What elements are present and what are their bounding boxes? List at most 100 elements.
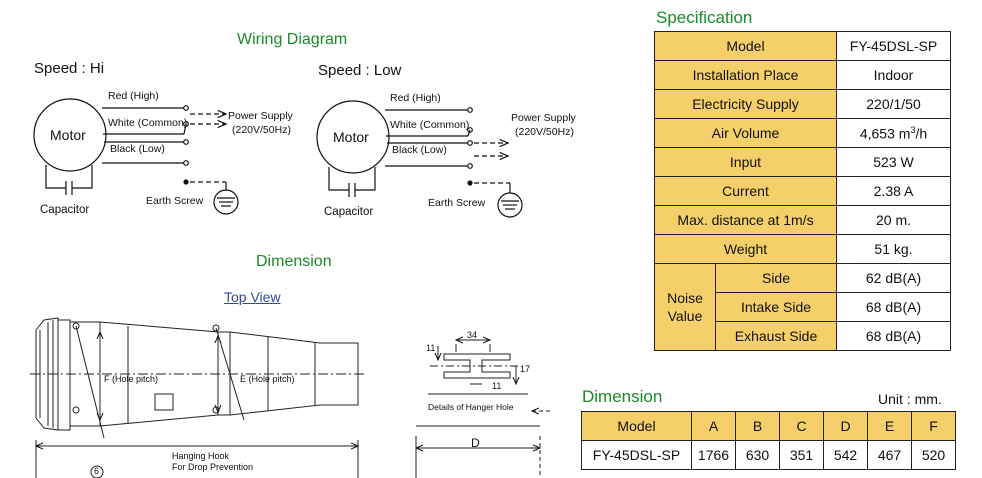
hanger-dim-11-left: 11 bbox=[426, 343, 436, 353]
wiring-diagram-title: Wiring Diagram bbox=[237, 31, 348, 48]
hi-power-voltage: (220V/50Hz) bbox=[232, 124, 291, 136]
table-row: Electricity Supply 220/1/50 bbox=[654, 89, 951, 119]
hanger-dim-34: 34 bbox=[467, 330, 478, 340]
dim-cell-f: 520 bbox=[911, 440, 956, 470]
d-dimension-label: D bbox=[471, 436, 480, 450]
noise-side-label: Side bbox=[715, 263, 837, 293]
current-value: 2.38 A bbox=[836, 176, 951, 206]
speed-low-label: Speed : Low bbox=[318, 62, 402, 79]
dim-header-b: B bbox=[735, 411, 780, 441]
dim-header-c: C bbox=[779, 411, 824, 441]
model-label: Model bbox=[654, 31, 837, 61]
table-row: Exhaust Side 68 dB(A) bbox=[655, 321, 951, 351]
table-row: Weight 51 kg. bbox=[654, 234, 951, 264]
noise-intake-value: 68 dB(A) bbox=[836, 292, 951, 322]
noise-exhaust-value: 68 dB(A) bbox=[836, 321, 951, 351]
table-row: Model FY-45DSL-SP bbox=[654, 31, 951, 61]
specification-table: Model FY-45DSL-SP Installation Place Ind… bbox=[654, 31, 951, 351]
e-hole-pitch-label: E (Hole pitch) bbox=[240, 374, 295, 384]
hi-wire-red: Red (High) bbox=[108, 90, 159, 102]
air-volume-label: Air Volume bbox=[654, 118, 837, 148]
circle-number-label: 6 bbox=[94, 466, 100, 476]
hi-power-supply: Power Supply bbox=[228, 110, 293, 122]
hanger-dim-11-bottom: 11 bbox=[492, 381, 502, 391]
table-row: FY-45DSL-SP 1766 630 351 542 467 520 bbox=[581, 440, 956, 470]
dim-cell-model: FY-45DSL-SP bbox=[581, 440, 692, 470]
low-wire-red: Red (High) bbox=[390, 92, 441, 104]
installation-label: Installation Place bbox=[654, 60, 837, 90]
motor-low-label: Motor bbox=[333, 129, 369, 145]
current-label: Current bbox=[654, 176, 837, 206]
capacitor-low-label: Capacitor bbox=[324, 206, 374, 218]
air-volume-value: 4,653 m3/h bbox=[836, 118, 951, 148]
air-volume-unit: /h bbox=[915, 125, 928, 142]
dim-header-d: D bbox=[823, 411, 868, 441]
low-wiring bbox=[316, 100, 523, 218]
table-row: Installation Place Indoor bbox=[654, 60, 951, 90]
dimension-drawing-title: Dimension bbox=[256, 253, 332, 270]
noise-label-line1: Noise bbox=[667, 290, 703, 306]
noise-value-label: Noise Value bbox=[654, 263, 716, 351]
hi-wire-black: Black (Low) bbox=[110, 143, 165, 155]
low-earth-screw: Earth Screw bbox=[428, 197, 486, 209]
f-hole-pitch-label: F (Hole pitch) bbox=[104, 374, 159, 384]
hanger-dim-17: 17 bbox=[520, 364, 531, 374]
noise-side-value: 62 dB(A) bbox=[836, 263, 951, 293]
capacitor-hi bbox=[45, 165, 93, 195]
weight-value: 51 kg. bbox=[836, 234, 951, 264]
motor-low-circle bbox=[316, 100, 390, 174]
table-header-row: Model A B C D E F bbox=[581, 411, 956, 441]
input-label: Input bbox=[654, 147, 837, 177]
air-volume-number: 4,653 m bbox=[859, 125, 911, 142]
hi-wire-white: White (Common) bbox=[108, 117, 188, 129]
dim-cell-a: 1766 bbox=[691, 440, 736, 470]
specification-title: Specification bbox=[656, 8, 753, 27]
distance-label: Max. distance at 1m/s bbox=[654, 205, 837, 235]
noise-exhaust-label: Exhaust Side bbox=[715, 321, 837, 351]
table-row: Noise Value Side 62 dB(A) bbox=[654, 263, 951, 351]
dim-header-a: A bbox=[691, 411, 736, 441]
low-wire-black: Black (Low) bbox=[392, 144, 447, 156]
dim-cell-c: 351 bbox=[779, 440, 824, 470]
electricity-label: Electricity Supply bbox=[654, 89, 837, 119]
unit-label: Unit : mm. bbox=[878, 391, 942, 407]
drop-prevention-label: For Drop Prevention bbox=[172, 462, 254, 472]
hi-earth-screw: Earth Screw bbox=[146, 195, 204, 207]
weight-label: Weight bbox=[654, 234, 837, 264]
dimension-table-title: Dimension bbox=[582, 387, 663, 406]
low-wire-white: White (Common) bbox=[390, 119, 470, 131]
noise-intake-label: Intake Side bbox=[715, 292, 837, 322]
top-view-link[interactable]: Top View bbox=[224, 289, 281, 305]
fan-top-view-drawing bbox=[30, 317, 365, 478]
dim-header-f: F bbox=[911, 411, 956, 441]
distance-value: 20 m. bbox=[836, 205, 951, 235]
table-row: Input 523 W bbox=[654, 147, 951, 177]
hanging-hook-label: Hanging Hook bbox=[172, 451, 230, 461]
installation-value: Indoor bbox=[836, 60, 951, 90]
dim-cell-e: 467 bbox=[867, 440, 912, 470]
air-volume-superscript: 3 bbox=[910, 124, 916, 135]
hi-wiring bbox=[33, 98, 239, 215]
table-row: Air Volume 4,653 m3/h bbox=[654, 118, 951, 148]
speed-hi-label: Speed : Hi bbox=[34, 60, 105, 77]
dim-header-model: Model bbox=[581, 411, 692, 441]
motor-hi-circle bbox=[33, 98, 107, 172]
hanger-hole-caption: Details of Hanger Hole bbox=[428, 402, 514, 412]
dimension-table: Model A B C D E F FY-45DSL-SP 1766 630 3… bbox=[581, 411, 956, 470]
table-row: Max. distance at 1m/s 20 m. bbox=[654, 205, 951, 235]
dim-cell-b: 630 bbox=[735, 440, 780, 470]
dim-header-e: E bbox=[867, 411, 912, 441]
input-value: 523 W bbox=[836, 147, 951, 177]
table-row: Current 2.38 A bbox=[654, 176, 951, 206]
dim-cell-d: 542 bbox=[823, 440, 868, 470]
low-power-voltage: (220V/50Hz) bbox=[515, 126, 574, 138]
model-value: FY-45DSL-SP bbox=[836, 31, 951, 61]
electricity-value: 220/1/50 bbox=[836, 89, 951, 119]
noise-label-line2: Value bbox=[667, 308, 703, 324]
low-power-supply: Power Supply bbox=[511, 112, 576, 124]
capacitor-low bbox=[328, 167, 376, 197]
hanger-hole-detail bbox=[416, 340, 550, 478]
motor-hi-label: Motor bbox=[50, 127, 86, 143]
capacitor-hi-label: Capacitor bbox=[40, 204, 90, 216]
